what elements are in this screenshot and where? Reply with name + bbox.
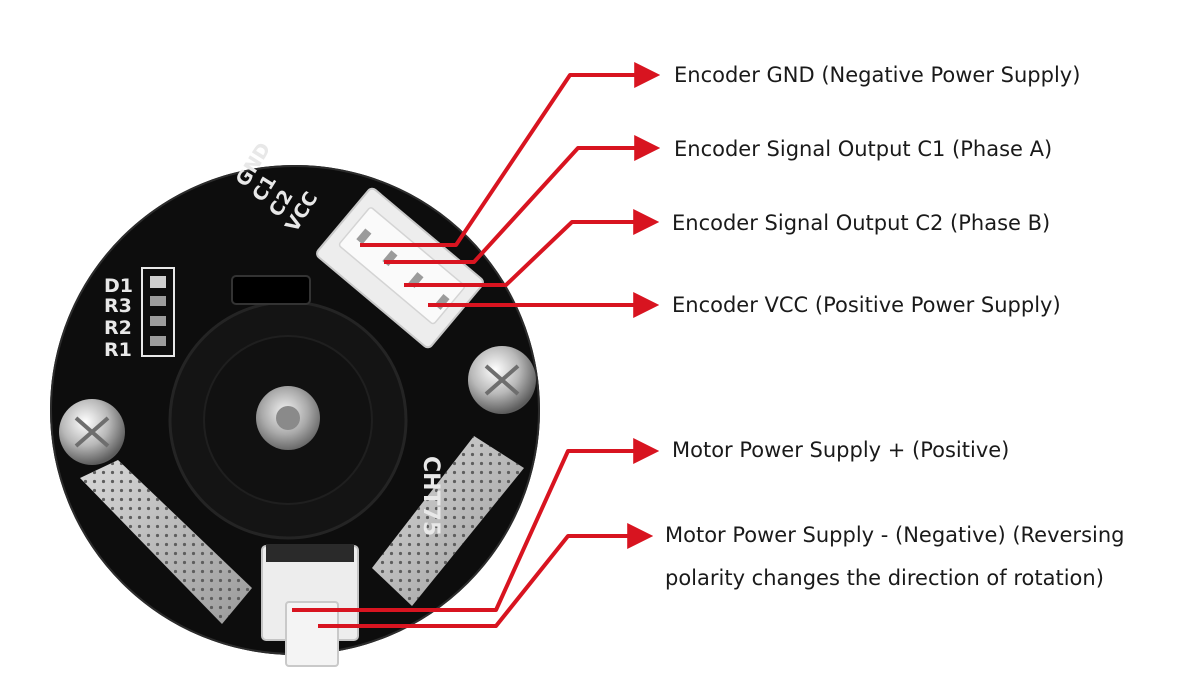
silk-marking: CHT75 — [418, 456, 443, 536]
label-encoder-c1: Encoder Signal Output C1 (Phase A) — [674, 136, 1052, 162]
screw-left — [59, 399, 125, 465]
shaft-bore — [276, 406, 300, 430]
label-encoder-c2: Encoder Signal Output C2 (Phase B) — [672, 210, 1050, 236]
silk-d1: D1 — [104, 275, 133, 297]
label-motor-positive: Motor Power Supply + (Positive) — [672, 437, 1009, 463]
silk-r1: R1 — [104, 339, 132, 361]
silk-r2: R2 — [104, 317, 132, 339]
label-encoder-gnd: Encoder GND (Negative Power Supply) — [674, 62, 1080, 88]
label-encoder-vcc: Encoder VCC (Positive Power Supply) — [672, 292, 1061, 318]
hall-sensor-chip — [232, 276, 310, 304]
silk-r3: R3 — [104, 295, 132, 317]
screw-right — [468, 346, 536, 414]
label-motor-negative-line1: Motor Power Supply - (Negative) (Reversi… — [665, 522, 1124, 548]
silkscreen-components: D1 R3 R2 R1 — [104, 275, 133, 361]
label-motor-negative-line2: polarity changes the direction of rotati… — [665, 565, 1104, 591]
